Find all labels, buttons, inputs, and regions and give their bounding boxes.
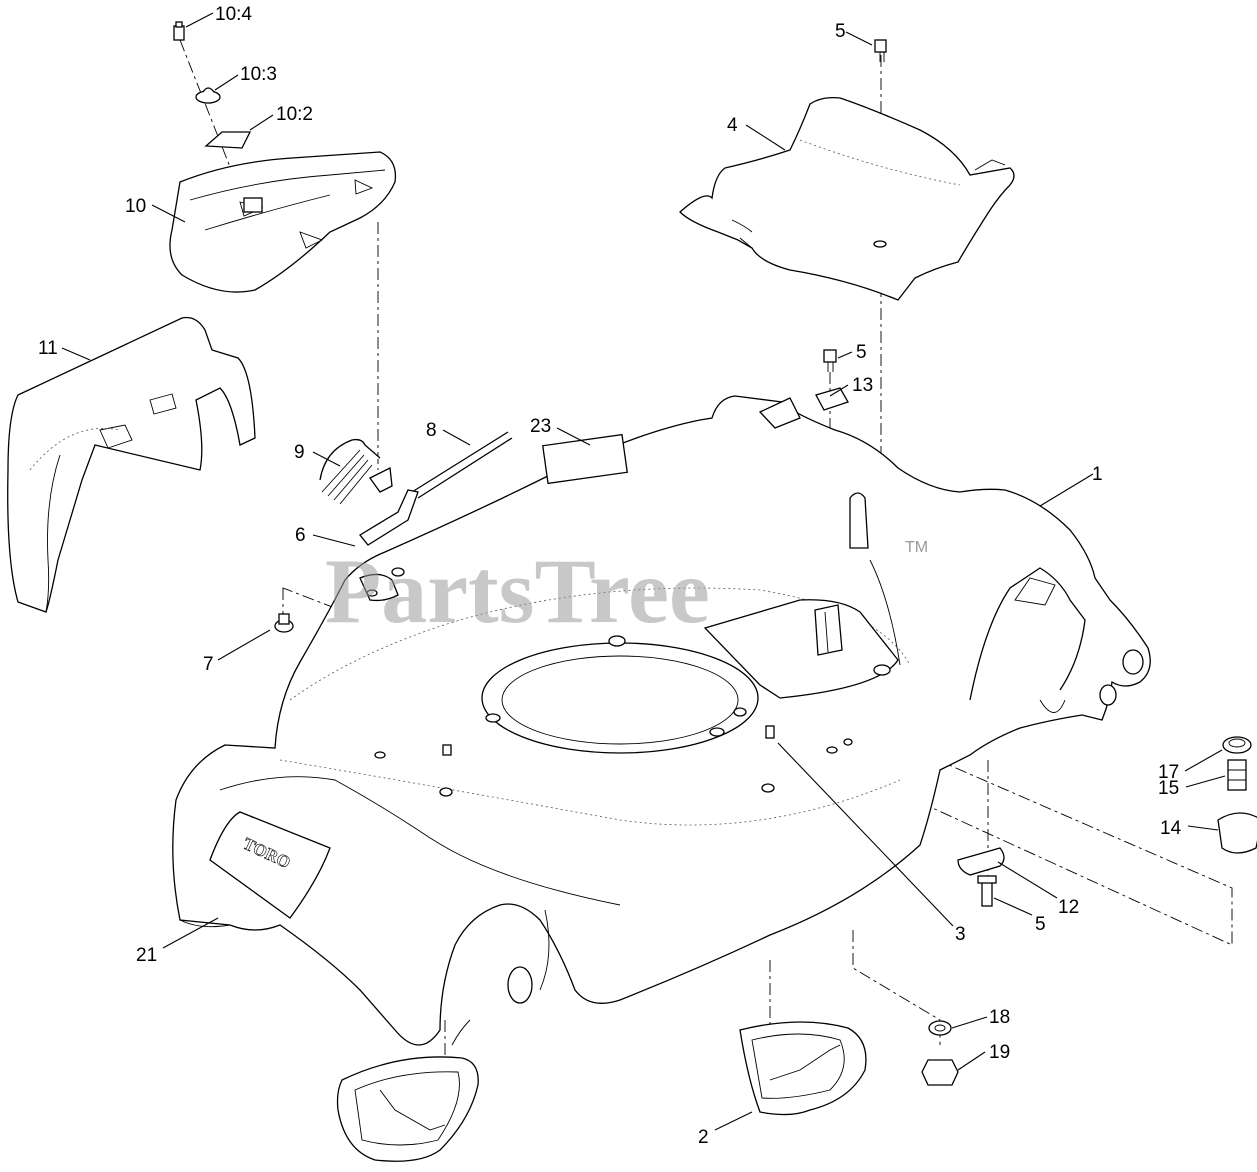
callout-9: 9 bbox=[294, 442, 305, 463]
callout-4: 4 bbox=[727, 115, 738, 136]
hardware-small bbox=[274, 349, 1257, 1086]
deck-housing-part-1: TORO bbox=[172, 395, 1151, 1046]
watermark-text: PartsTree bbox=[325, 540, 710, 642]
callout-12: 12 bbox=[1058, 897, 1079, 918]
partstree-watermark: PartsTree TM bbox=[325, 539, 928, 642]
callout-1: 1 bbox=[1092, 464, 1103, 485]
callout-21: 21 bbox=[136, 945, 157, 966]
callout-10-2: 10:2 bbox=[276, 104, 313, 125]
wheel-shield-part-2 bbox=[336, 1021, 867, 1162]
callout-2: 2 bbox=[698, 1127, 709, 1148]
callout-labels: 10:4 10:3 10:2 10 11 9 8 6 7 23 5 4 5 13… bbox=[38, 4, 1182, 1148]
callout-10-4: 10:4 bbox=[215, 4, 252, 25]
callout-19: 19 bbox=[989, 1042, 1010, 1063]
callout-10: 10 bbox=[125, 196, 146, 217]
callout-5-mid: 5 bbox=[856, 342, 867, 363]
rear-flap-part-11 bbox=[7, 316, 256, 613]
callout-23: 23 bbox=[530, 416, 551, 437]
callout-15: 15 bbox=[1158, 778, 1179, 799]
callout-11: 11 bbox=[38, 338, 58, 359]
leader-lines bbox=[61, 12, 1226, 1131]
callout-13: 13 bbox=[852, 375, 873, 396]
watermark-tm: TM bbox=[905, 539, 928, 556]
callout-7: 7 bbox=[203, 654, 214, 675]
latch-hardware-parts-6-8-9 bbox=[319, 431, 513, 546]
callout-3: 3 bbox=[955, 924, 966, 945]
callout-5-low: 5 bbox=[1035, 914, 1046, 935]
callout-10-3: 10:3 bbox=[240, 64, 277, 85]
callout-14: 14 bbox=[1160, 818, 1182, 839]
callout-18: 18 bbox=[989, 1007, 1010, 1028]
callout-17: 17 bbox=[1158, 762, 1179, 783]
callout-5-top: 5 bbox=[835, 21, 846, 42]
top-cover-part-4 bbox=[679, 39, 1015, 301]
callout-6: 6 bbox=[295, 525, 306, 546]
side-discharge-deflector-part-10 bbox=[169, 21, 397, 293]
callout-8: 8 bbox=[426, 420, 437, 441]
decal-part-23 bbox=[542, 433, 628, 485]
